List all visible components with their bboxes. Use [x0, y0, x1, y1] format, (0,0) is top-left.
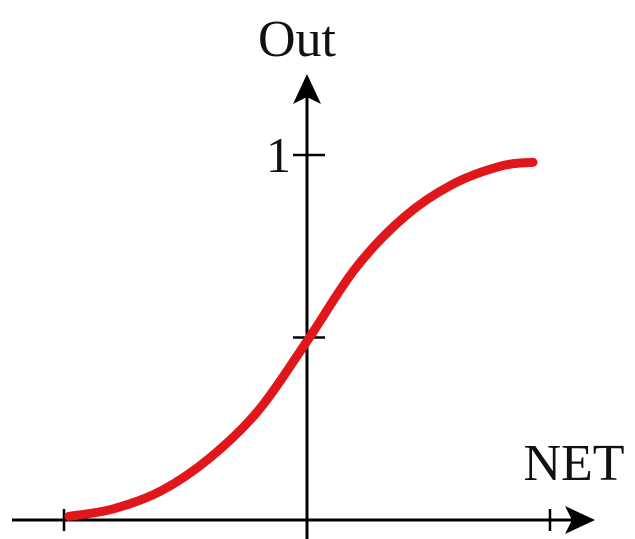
- axes: [12, 74, 595, 539]
- y-axis-arrow: [293, 74, 321, 104]
- sigmoid-curve-line: [64, 157, 538, 521]
- x-axis-arrow: [565, 506, 595, 534]
- x-axis-label: NET: [523, 435, 624, 492]
- y-tick-label: 1: [266, 127, 291, 183]
- y-axis-label: Out: [258, 11, 337, 68]
- ticks: 1: [62, 127, 552, 531]
- series-layer: [64, 157, 538, 521]
